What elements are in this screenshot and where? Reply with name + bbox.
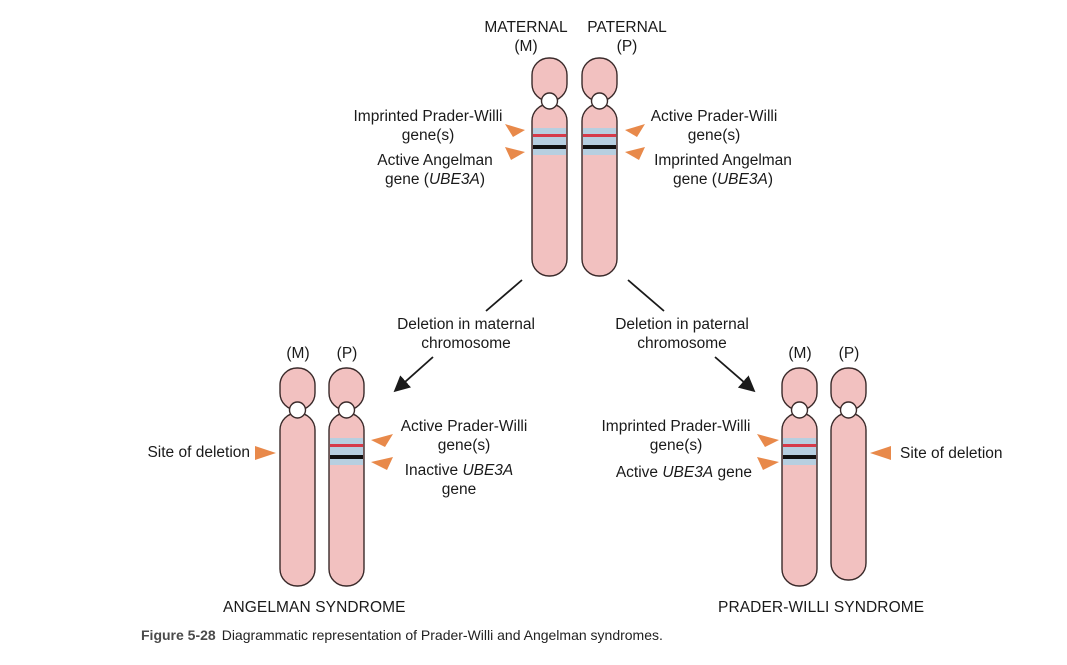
top-paternal-chromosome (581, 57, 618, 277)
praderwilli-p-label: (P) (838, 345, 860, 362)
angelman-site-of-deletion-label: Site of deletion (147, 444, 250, 461)
praderwilli-maternal-chromosome (781, 367, 818, 587)
centromere (839, 401, 858, 419)
praderwilli-active-ube3a-label: Active UBE3A gene (615, 464, 752, 481)
branch-arrow-right (714, 356, 756, 393)
branch-left-label: Deletion in maternal chromosome (397, 316, 535, 352)
branch-line-left (485, 279, 523, 312)
praderwilli-m-label: (M) (788, 345, 812, 362)
caption-text: Diagrammatic representation of Prader-Wi… (221, 627, 663, 643)
praderwilli-imprinted-pw-label: Imprinted Prader-Willi gene(s) (601, 418, 751, 454)
pointer-arrow-right-as (625, 147, 645, 160)
praderwilli-syndrome-title: PRADER-WILLI SYNDROME (718, 599, 925, 616)
pointer-arrow-left-as (505, 147, 525, 160)
maternal-label: MATERNAL (M) (484, 19, 568, 55)
centromere (337, 401, 356, 419)
top-left-imprinted-pw-label: Imprinted Prader-Willi gene(s) (353, 108, 503, 144)
angelman-inactive-ube3a-label: Inactive UBE3A gene (404, 462, 514, 498)
top-left-active-angelman-label: Active Angelman gene (UBE3A) (377, 152, 493, 188)
top-paternal-bands (583, 128, 616, 155)
branch-arrow-left (393, 356, 434, 393)
angelman-syndrome-title: ANGELMAN SYNDROME (223, 599, 406, 616)
top-right-active-pw-label: Active Prader-Willi gene(s) (650, 108, 778, 144)
praderwilli-site-of-deletion-label: Site of deletion (900, 445, 1003, 462)
branch-right-label: Deletion in paternal chromosome (615, 316, 749, 352)
branch-line-right (627, 279, 665, 312)
angelman-maternal-chromosome (279, 367, 316, 587)
angelman-m-label: (M) (286, 345, 310, 362)
angelman-p-label: (P) (336, 345, 358, 362)
centromere (288, 401, 307, 419)
pointer-arrow-pw-deletion (870, 446, 891, 460)
centromere (590, 92, 609, 110)
centromere (540, 92, 559, 110)
pointer-arrow-right-pw (625, 124, 645, 137)
centromere (790, 401, 809, 419)
angelman-paternal-bands (330, 438, 363, 465)
pointer-arrow-left-pw (505, 124, 525, 137)
angelman-paternal-chromosome (328, 367, 365, 587)
pointer-arrow-pw-ube3a (757, 457, 779, 470)
pointer-arrow-angelman-pw (371, 434, 393, 447)
angelman-active-pw-label: Active Prader-Willi gene(s) (400, 418, 528, 454)
pointer-arrow-pw-imprinted (757, 434, 779, 447)
top-right-imprinted-angelman-label: Imprinted Angelman gene (UBE3A) (654, 152, 792, 188)
pointer-arrow-angelman-ube3a (371, 457, 393, 470)
pointer-arrow-angelman-deletion (255, 446, 276, 460)
paternal-label: PATERNAL (P) (587, 19, 667, 55)
top-maternal-chromosome (531, 57, 568, 277)
figure-caption: Figure 5-28 Diagrammatic representation o… (141, 627, 663, 643)
praderwilli-maternal-bands (783, 438, 816, 465)
top-maternal-bands (533, 128, 566, 155)
praderwilli-paternal-chromosome (830, 367, 867, 581)
figure-number: Figure 5-28 (141, 627, 216, 643)
